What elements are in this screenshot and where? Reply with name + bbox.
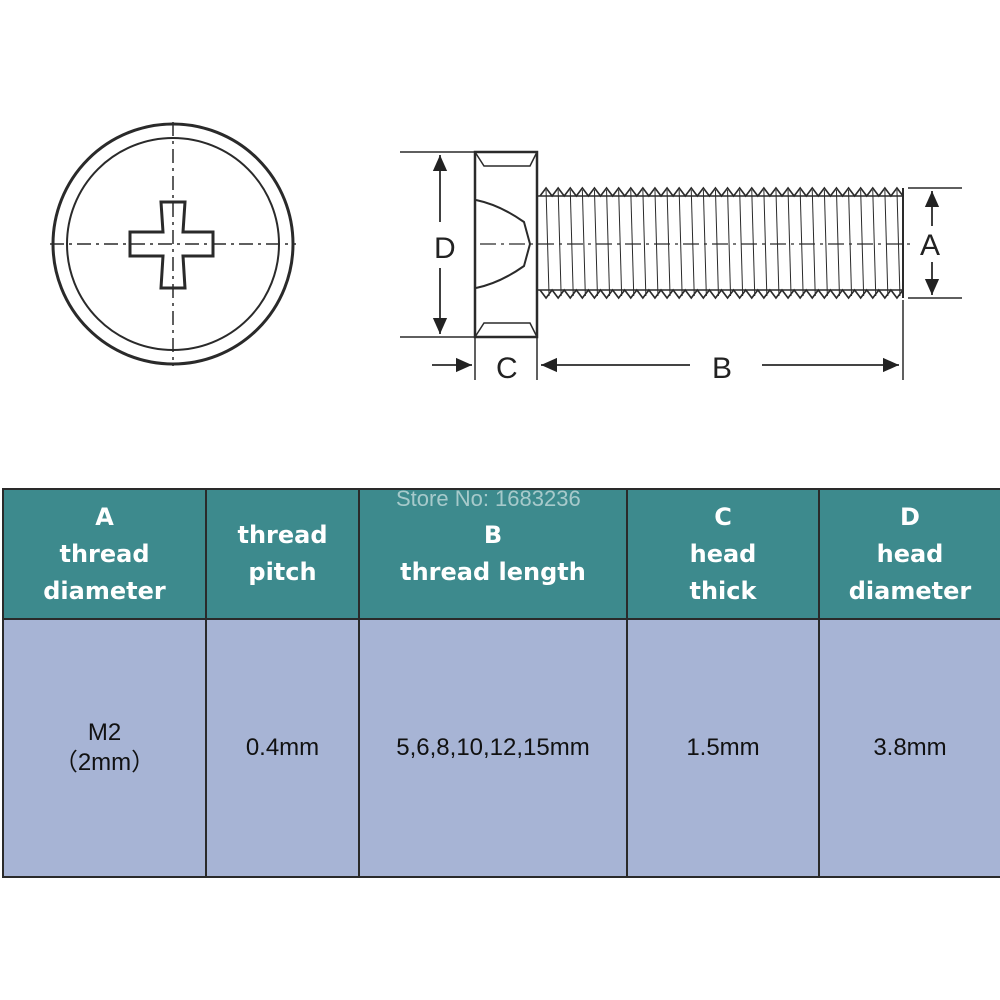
- table-row: M2 （2mm） 0.4mm 5,6,8,10,12,15mm 1.5mm 3.…: [2, 618, 1000, 878]
- dimension-a: [908, 187, 962, 299]
- thread-crest-line: [714, 189, 719, 297]
- thread-crest-line: [642, 189, 647, 297]
- dimension-d-label: D: [434, 232, 456, 265]
- screw-side-view: [473, 150, 910, 339]
- header-head-thick: C head thick: [626, 488, 820, 620]
- screw-head-top-view: [50, 122, 296, 366]
- dimension-c-label: C: [496, 352, 518, 385]
- thread-crest-line: [702, 189, 707, 297]
- thread-crest-line: [763, 189, 768, 297]
- thread-crest-line: [787, 189, 792, 297]
- thread-crest-line: [545, 189, 550, 297]
- dimension-c: [432, 337, 538, 380]
- dimension-d: [400, 151, 480, 338]
- cell-thread-pitch: 0.4mm: [205, 618, 360, 878]
- thread-crest-line: [654, 189, 659, 297]
- screw-technical-drawing: D A C B: [50, 122, 962, 385]
- dimension-a-label: A: [920, 229, 940, 262]
- thread-crest-line: [606, 189, 611, 297]
- thread-crest-line: [569, 189, 574, 297]
- thread-profile: [539, 186, 904, 300]
- thread-crest-line: [630, 189, 635, 297]
- thread-crest-line: [896, 189, 901, 297]
- thread-crest-line: [666, 189, 671, 297]
- thread-crest-line: [690, 189, 695, 297]
- thread-crest-line: [823, 189, 828, 297]
- phillips-cross-icon: [128, 200, 215, 290]
- thread-crest-line: [618, 189, 623, 297]
- cell-thread-diameter: M2 （2mm）: [2, 618, 207, 878]
- thread-crest-line: [678, 189, 683, 297]
- dimension-b: [541, 300, 904, 380]
- dimension-b-label: B: [712, 352, 732, 385]
- header-thread-length: B thread length: [358, 488, 628, 620]
- thread-edge: [539, 288, 904, 300]
- thread-crest-line: [557, 189, 562, 297]
- thread-crest-line: [751, 189, 756, 297]
- thread-crest-line: [848, 189, 853, 297]
- thread-crest-line: [739, 189, 744, 297]
- thread-crest-line: [799, 189, 804, 297]
- thread-crest-line: [727, 189, 732, 297]
- cell-head-diameter: 3.8mm: [818, 618, 1000, 878]
- header-thread-diameter: A thread diameter: [2, 488, 207, 620]
- thread-crest-line: [872, 189, 877, 297]
- cell-head-thick: 1.5mm: [626, 618, 820, 878]
- thread-crest-line: [581, 189, 586, 297]
- header-thread-pitch: thread pitch: [205, 488, 360, 620]
- store-watermark: Store No: 1683236: [396, 486, 581, 511]
- header-head-diameter: D head diameter: [818, 488, 1000, 620]
- cell-thread-length: 5,6,8,10,12,15mm: [358, 618, 628, 878]
- thread-crest-line: [811, 189, 816, 297]
- thread-crest-line: [860, 189, 865, 297]
- specification-table: A thread diameter thread pitch B thread …: [2, 488, 1000, 878]
- thread-crest-line: [775, 189, 780, 297]
- table-header-row: A thread diameter thread pitch B thread …: [2, 488, 1000, 620]
- thread-crest-line: [593, 189, 598, 297]
- head-chamfer: [474, 151, 538, 338]
- thread-crest-line: [884, 189, 889, 297]
- thread-crest-line: [835, 189, 840, 297]
